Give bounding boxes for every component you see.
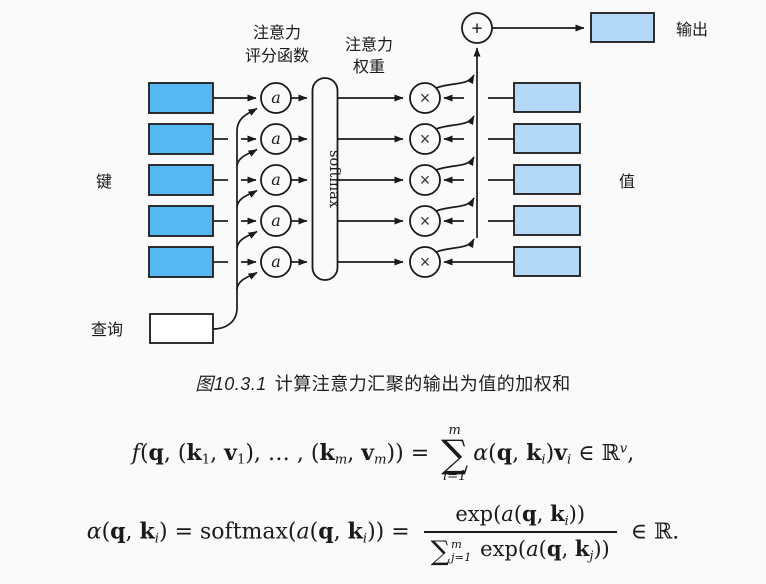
multiply-symbol-4: × — [420, 211, 431, 231]
key-boxes — [148, 82, 214, 278]
scoring-symbols: a a a a a — [271, 88, 281, 271]
label-weights-line1: 注意力 — [345, 35, 393, 54]
softmax-box — [311, 77, 339, 281]
scoring-symbol-5: a — [271, 252, 281, 271]
multiply-circles — [409, 82, 441, 278]
label-values: 值 — [619, 173, 635, 191]
connector-arrows — [212, 24, 585, 330]
merge-mul3 — [435, 156, 475, 171]
formula-attention-weight: α(q, ki) = softmax(a(q, ki)) = exp(a(q, … — [86, 501, 680, 567]
value-box-1 — [513, 82, 581, 113]
key-box-1 — [148, 82, 214, 114]
label-query: 查询 — [91, 321, 123, 339]
value-box-2 — [513, 123, 581, 154]
key-box-5 — [148, 246, 214, 278]
query-branch-scoring2 — [236, 148, 258, 167]
multiply-circle-1 — [409, 82, 441, 114]
query-box — [149, 313, 214, 344]
value-box-4 — [513, 205, 581, 236]
multiply-circle-2 — [409, 123, 441, 155]
scoring-symbol-3: a — [271, 170, 281, 189]
merge-mul5 — [435, 238, 475, 253]
label-attention-scoring-function: 注意力 评分函数 — [245, 23, 309, 65]
merge-mul2 — [435, 115, 475, 130]
query-branch-scoring4 — [236, 230, 258, 249]
scoring-symbol-2: a — [271, 129, 281, 148]
attention-pooling-diagram: 注意力 评分函数 注意力 权重 键 查询 值 输出 — [91, 12, 708, 344]
multiply-circle-4 — [409, 205, 441, 237]
value-box-3 — [513, 164, 581, 195]
label-weights-line2: 权重 — [353, 58, 385, 76]
multiply-symbol-5: × — [420, 252, 431, 272]
merge-mul4 — [435, 197, 475, 212]
scoring-symbol-4: a — [271, 211, 281, 230]
query-branch-scoring5 — [236, 271, 258, 290]
scoring-symbol-1: a — [271, 88, 281, 107]
key-box-3 — [148, 164, 214, 196]
key-box-4 — [148, 205, 214, 237]
multiply-symbols: × × × × × — [420, 88, 431, 272]
query-branch-scoring3 — [236, 189, 258, 208]
value-boxes — [513, 82, 581, 277]
label-output: 输出 — [676, 21, 708, 39]
query-trunk-to-scoring1 — [212, 107, 258, 330]
caption-text: 计算注意力汇聚的输出为值的加权和 — [274, 374, 571, 394]
label-scoring-line1: 注意力 — [253, 23, 301, 42]
multiply-symbol-1: × — [420, 88, 431, 108]
output-box — [590, 12, 655, 43]
multiply-symbol-2: × — [420, 129, 431, 149]
sum-symbol: + — [471, 19, 482, 40]
figure-number: 图10.3.1 — [195, 374, 267, 394]
key-box-2 — [148, 123, 214, 155]
multiply-circle-3 — [409, 164, 441, 196]
label-keys: 键 — [96, 173, 112, 191]
merge-mul1 — [435, 74, 475, 89]
multiply-symbol-3: × — [420, 170, 431, 190]
figure-caption: 图10.3.1 计算注意力汇聚的输出为值的加权和 — [0, 370, 766, 396]
value-box-5 — [513, 246, 581, 277]
label-attention-weights: 注意力 权重 — [345, 35, 393, 76]
softmax-label: softmax — [326, 150, 342, 208]
multiply-circle-5 — [409, 246, 441, 278]
label-scoring-line2: 评分函数 — [245, 47, 309, 65]
